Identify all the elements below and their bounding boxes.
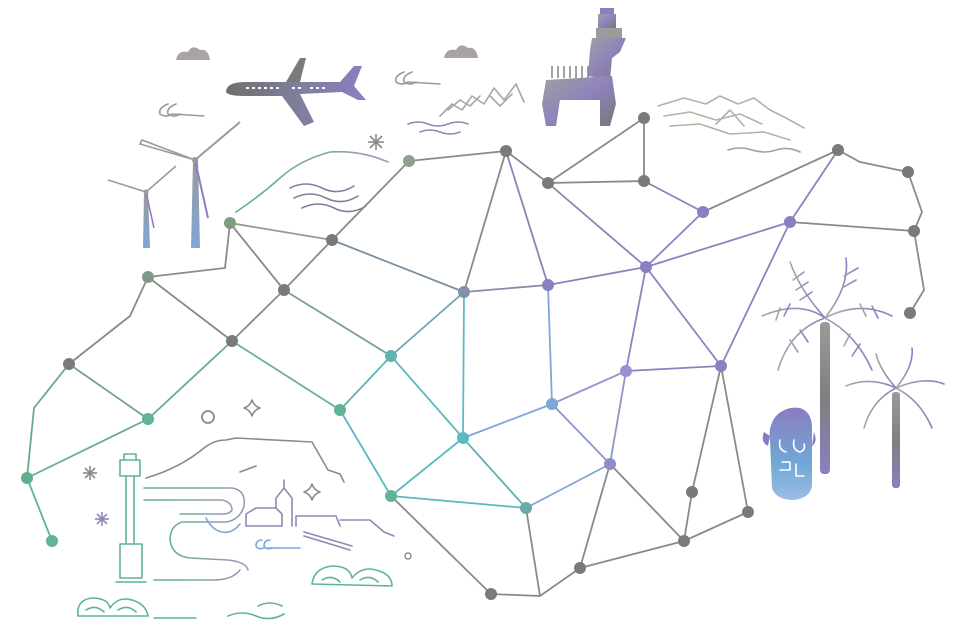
network-node: [21, 472, 33, 484]
network-node: [678, 535, 690, 547]
lighthouse-icon: [115, 453, 147, 583]
network-node: [485, 588, 497, 600]
network-node: [226, 335, 238, 347]
network-nodes: [21, 112, 920, 600]
mountain-icon: [145, 437, 345, 483]
church-icon: [245, 479, 395, 551]
network-node: [385, 490, 397, 502]
network-node: [224, 217, 236, 229]
circle-icon: [404, 552, 412, 560]
network-node: [457, 432, 469, 444]
cloud-icon: [176, 47, 210, 60]
network-node: [638, 112, 650, 124]
network-node: [742, 506, 754, 518]
wave-icon: [76, 597, 285, 620]
cloud-icon: [444, 45, 478, 58]
network-node: [403, 155, 415, 167]
network-node: [334, 404, 346, 416]
wind-turbine-icon: [107, 165, 177, 248]
airplane-icon: [226, 58, 366, 126]
stone-statue-icon: [762, 407, 816, 500]
rocks-icon: [657, 95, 805, 141]
wind-turbine-icon: [138, 121, 241, 248]
network-node: [520, 502, 532, 514]
network-node: [46, 535, 58, 547]
network-node: [278, 284, 290, 296]
road-lines: [143, 487, 249, 581]
wave-icon: [205, 517, 301, 550]
network-node: [458, 286, 470, 298]
sparkle-icon: [95, 512, 109, 526]
network-node: [638, 175, 650, 187]
network-node: [546, 398, 558, 410]
network-node: [142, 271, 154, 283]
wave-icon: [311, 565, 393, 587]
palm-tree-icon: [845, 347, 945, 488]
network-node: [904, 307, 916, 319]
wave-icon: [727, 147, 801, 153]
network-node: [832, 144, 844, 156]
sparkle-icon: [303, 483, 321, 501]
network-node: [542, 279, 554, 291]
network-node: [604, 458, 616, 470]
mountain-icon: [235, 150, 389, 213]
sparkle-icon: [83, 466, 97, 480]
horse-castle-icon: [542, 8, 626, 126]
network-node: [142, 413, 154, 425]
wave-icon: [289, 183, 367, 213]
network-node: [63, 358, 75, 370]
sparkle-icon: [243, 399, 261, 417]
wind-swirl-icon: [158, 103, 205, 117]
network-node: [326, 234, 338, 246]
network-node: [640, 261, 652, 273]
network-node: [784, 216, 796, 228]
network-node: [908, 225, 920, 237]
wave-icon: [407, 121, 469, 135]
network-node: [686, 486, 698, 498]
network-node: [697, 206, 709, 218]
network-node: [542, 177, 554, 189]
network-node: [620, 365, 632, 377]
network-node: [902, 166, 914, 178]
sparkle-icon: [368, 134, 384, 150]
palm-tree-icon: [761, 257, 893, 474]
network-node: [500, 145, 512, 157]
network-edges: [26, 116, 925, 597]
network-node: [574, 562, 586, 574]
rocks-icon: [439, 83, 525, 117]
network-node: [385, 350, 397, 362]
circle-icon: [201, 410, 215, 424]
wind-swirl-icon: [394, 71, 441, 85]
network-node: [715, 360, 727, 372]
